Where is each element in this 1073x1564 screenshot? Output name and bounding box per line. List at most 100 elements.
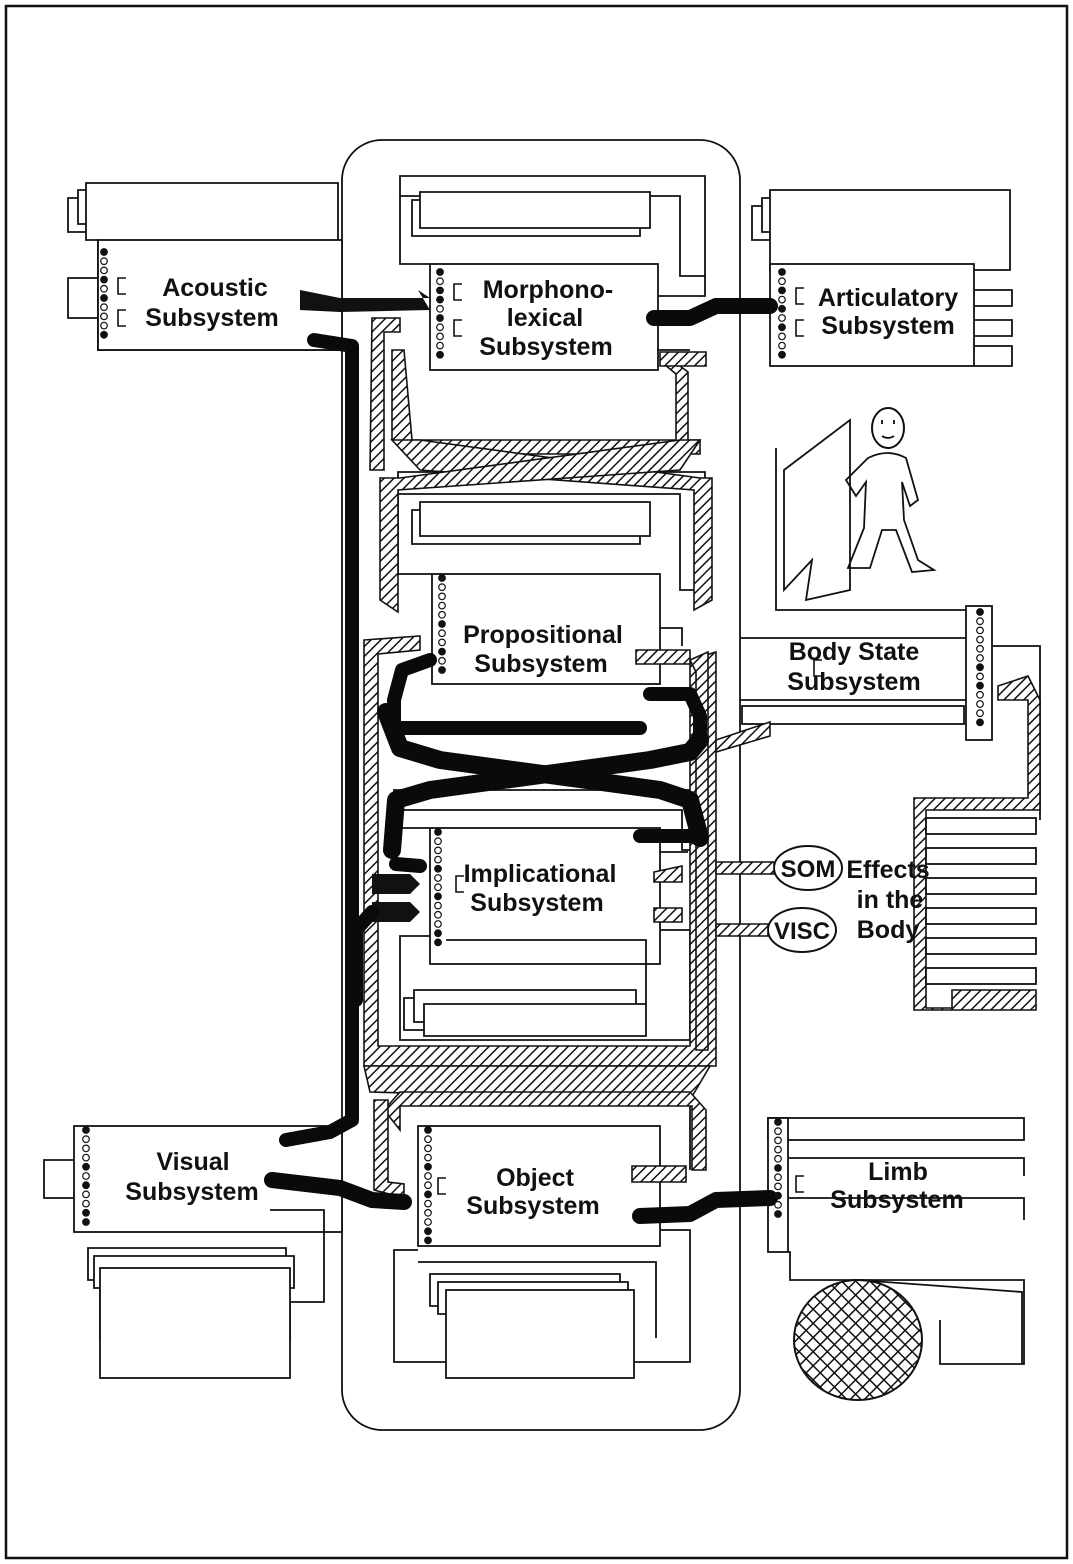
indicator-dot [425,1182,432,1189]
indicator-dot [437,296,444,303]
indicator-dot [425,1191,432,1198]
body-state-subsystem: Body State Subsystem [740,448,1040,820]
object-subsystem: Object Subsystem [394,1092,690,1378]
indicator-dot [83,1200,90,1207]
indicator-dot [425,1164,432,1171]
indicator-dot [425,1219,432,1226]
morphonolexical-subsystem: Morphono- lexical Subsystem [400,176,705,370]
indicator-dot [435,902,442,909]
limb-label-line1: Limb [868,1158,928,1186]
indicator-dot [425,1145,432,1152]
indicator-dot [977,636,984,643]
effects-label-line3: Body [857,916,920,944]
indicator-dot [439,667,446,674]
indicator-dot [977,609,984,616]
morphonolexical-label-line1: Morphono- [483,276,614,304]
indicator-dot [83,1154,90,1161]
articulatory-label-line1: Articulatory [818,284,958,312]
indicator-dot [101,304,108,311]
indicator-dot [437,278,444,285]
indicator-dot [439,612,446,619]
indicator-dot [439,648,446,655]
articulatory-label-line2: Subsystem [821,312,954,340]
indicator-dot [779,306,786,313]
indicator-dot [977,618,984,625]
indicator-dot [435,875,442,882]
indicator-dot [775,1165,782,1172]
indicator-dot [435,847,442,854]
body-state-label-line2: Subsystem [787,668,920,696]
indicator-dot [425,1200,432,1207]
indicator-dot [779,352,786,359]
indicator-dot [977,664,984,671]
indicator-dot [775,1174,782,1181]
indicator-dot [977,682,984,689]
indicator-dot [425,1173,432,1180]
indicator-dot [775,1128,782,1135]
indicator-dot [977,701,984,708]
indicator-dot [437,315,444,322]
indicator-dot [425,1136,432,1143]
effects-label-line1: Effects [846,856,929,884]
indicator-dot [101,295,108,302]
implicational-label-line2: Subsystem [470,889,603,917]
indicator-dot [775,1119,782,1126]
indicator-dot [101,322,108,329]
indicator-dot [101,276,108,283]
indicator-dot [101,286,108,293]
indicator-dot [101,332,108,339]
indicator-dot [435,856,442,863]
indicator-dot [435,866,442,873]
indicator-dot [435,893,442,900]
indicator-dot [977,719,984,726]
object-label-line2: Subsystem [466,1192,599,1220]
effects-in-body: Effects in the Body [846,676,1040,1010]
visual-subsystem: Visual Subsystem [44,1126,342,1378]
indicator-dot [435,930,442,937]
indicator-dot [775,1146,782,1153]
indicator-dot [437,352,444,359]
indicator-dot [101,313,108,320]
indicator-dot [83,1210,90,1217]
implicational-label-line1: Implicational [464,860,617,888]
indicator-dot [775,1183,782,1190]
morphonolexical-label-line2: lexical [507,304,583,332]
indicator-dot [439,630,446,637]
indicator-dot [425,1237,432,1244]
propositional-label-line1: Propositional [463,621,623,649]
indicator-dot [437,342,444,349]
indicator-dot [439,658,446,665]
human-figure-illustration [784,408,934,600]
indicator-dot [779,296,786,303]
acoustic-label-line1: Acoustic [162,274,268,302]
indicator-dot [439,575,446,582]
articulatory-subsystem: Articulatory Subsystem [752,190,1012,366]
indicator-dot [775,1137,782,1144]
indicator-dot [83,1127,90,1134]
indicator-dot [101,249,108,256]
indicator-dot [779,278,786,285]
body-state-label-line1: Body State [789,638,920,666]
indicator-dot [83,1145,90,1152]
visual-label-line2: Subsystem [125,1178,258,1206]
indicator-dot [437,324,444,331]
indicator-dot [425,1228,432,1235]
indicator-dot [435,884,442,891]
indicator-dot [425,1154,432,1161]
indicator-dot [775,1202,782,1209]
effects-label-line2: in the [857,886,924,914]
indicator-dot [779,287,786,294]
indicator-dot [775,1156,782,1163]
indicator-dot [437,287,444,294]
indicator-dot [425,1210,432,1217]
indicator-dot [439,593,446,600]
acoustic-subsystem: Acoustic Subsystem [68,183,342,350]
indicator-dot [435,912,442,919]
indicator-dot [435,838,442,845]
indicator-dot [779,342,786,349]
indicator-dot [437,333,444,340]
indicator-dot [779,333,786,340]
som-label: SOM [781,856,836,883]
indicator-dot [83,1136,90,1143]
indicator-dot [439,621,446,628]
